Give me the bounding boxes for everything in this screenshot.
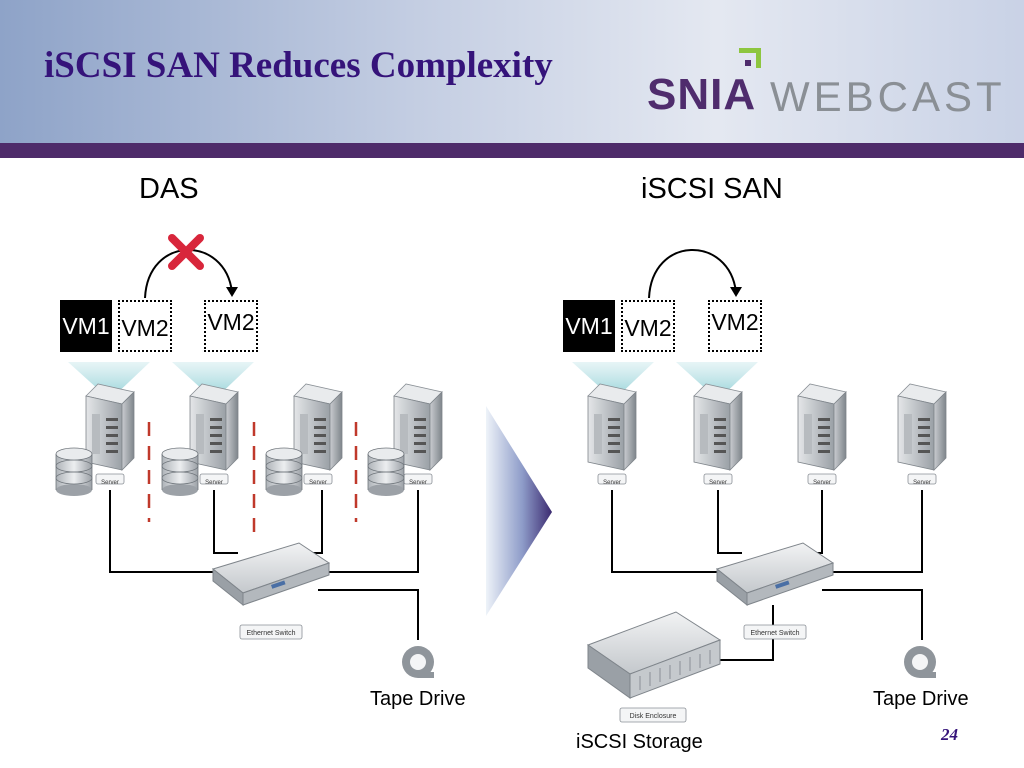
das-vm1: VM1	[60, 300, 112, 352]
transition-arrow	[486, 406, 552, 616]
das-tape-drive-icon	[402, 646, 434, 678]
san-heading: iSCSI SAN	[641, 173, 783, 205]
das-server-1	[85, 383, 135, 485]
das-tape-drive-label: Tape Drive	[370, 688, 466, 710]
san-disk-enclosure	[586, 611, 722, 699]
san-vm2-target: VM2	[708, 300, 762, 352]
das-disks-4	[367, 447, 405, 497]
das-switch-tag: Ethernet Switch	[246, 630, 295, 637]
san-vm-beam-1	[572, 362, 654, 400]
das-vm-beam-2	[172, 362, 254, 400]
slide-header	[0, 0, 1024, 143]
das-blocked-cross-icon	[168, 234, 204, 270]
logo-mark-icon	[739, 48, 761, 68]
das-disks-2	[161, 447, 199, 497]
san-server-tag-4: Server	[913, 480, 931, 486]
san-server-2	[693, 383, 743, 485]
san-storage-label: iSCSI Storage	[576, 731, 703, 753]
das-server-tag-1: Server	[101, 480, 119, 486]
san-vm1: VM1	[563, 300, 615, 352]
san-migration-arrow	[648, 249, 737, 299]
das-disks-1	[55, 447, 93, 497]
das-vm2-source: VM2	[118, 300, 172, 352]
san-switch-tag: Ethernet Switch	[750, 630, 799, 637]
das-disks-3	[265, 447, 303, 497]
das-vm-beam-1	[68, 362, 150, 400]
san-cables	[611, 490, 923, 661]
san-tape-drive-icon	[904, 646, 936, 678]
das-server-tag-3: Server	[309, 480, 327, 486]
header-divider-bar	[0, 143, 1024, 158]
das-server-tag-4: Server	[409, 480, 427, 486]
das-server-tag-2: Server	[205, 480, 223, 486]
slide-title: iSCSI SAN Reduces Complexity	[44, 45, 553, 86]
san-vm2-source: VM2	[621, 300, 675, 352]
san-server-4	[897, 383, 947, 485]
das-heading: DAS	[139, 173, 199, 205]
san-tape-drive-label: Tape Drive	[873, 688, 969, 710]
san-server-tag-2: Server	[709, 480, 727, 486]
das-vm2-target: VM2	[204, 300, 258, 352]
san-server-tag-1: Server	[603, 480, 621, 486]
san-server-3	[797, 383, 847, 485]
san-vm-beam-2	[676, 362, 758, 400]
san-server-tag-3: Server	[813, 480, 831, 486]
page-number: 24	[941, 725, 958, 744]
logo-snia: SNIA	[647, 70, 757, 119]
san-server-1	[587, 383, 637, 485]
san-enclosure-tag: Disk Enclosure	[630, 713, 677, 720]
logo-webcast: WEBCAST	[770, 73, 1006, 120]
